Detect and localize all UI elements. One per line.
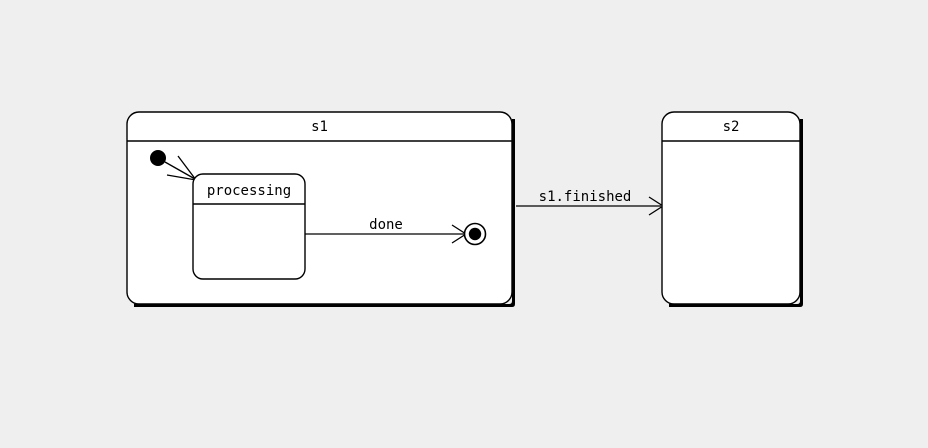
state-processing-body[interactable]	[192, 173, 306, 280]
state-processing[interactable]: processing	[192, 173, 306, 280]
state-s1[interactable]: s1	[126, 111, 515, 307]
transition-done-label: done	[369, 217, 403, 233]
transition-initial-line	[164, 161, 196, 180]
transition-done[interactable]: done	[305, 217, 468, 244]
state-s2-body[interactable]	[661, 111, 801, 305]
initial-state-dot-icon[interactable]	[150, 150, 166, 166]
state-s1-title: s1	[311, 119, 328, 135]
state-processing-title: processing	[207, 183, 291, 199]
state-s2[interactable]: s2	[661, 111, 803, 307]
transition-s1-finished[interactable]: s1.finished	[516, 189, 665, 216]
final-state-marker[interactable]	[463, 222, 487, 246]
state-s2-title: s2	[723, 119, 740, 135]
transition-s1-finished-label: s1.finished	[539, 189, 632, 205]
final-state-inner-dot-icon	[468, 227, 482, 241]
initial-state-marker[interactable]	[150, 150, 166, 166]
